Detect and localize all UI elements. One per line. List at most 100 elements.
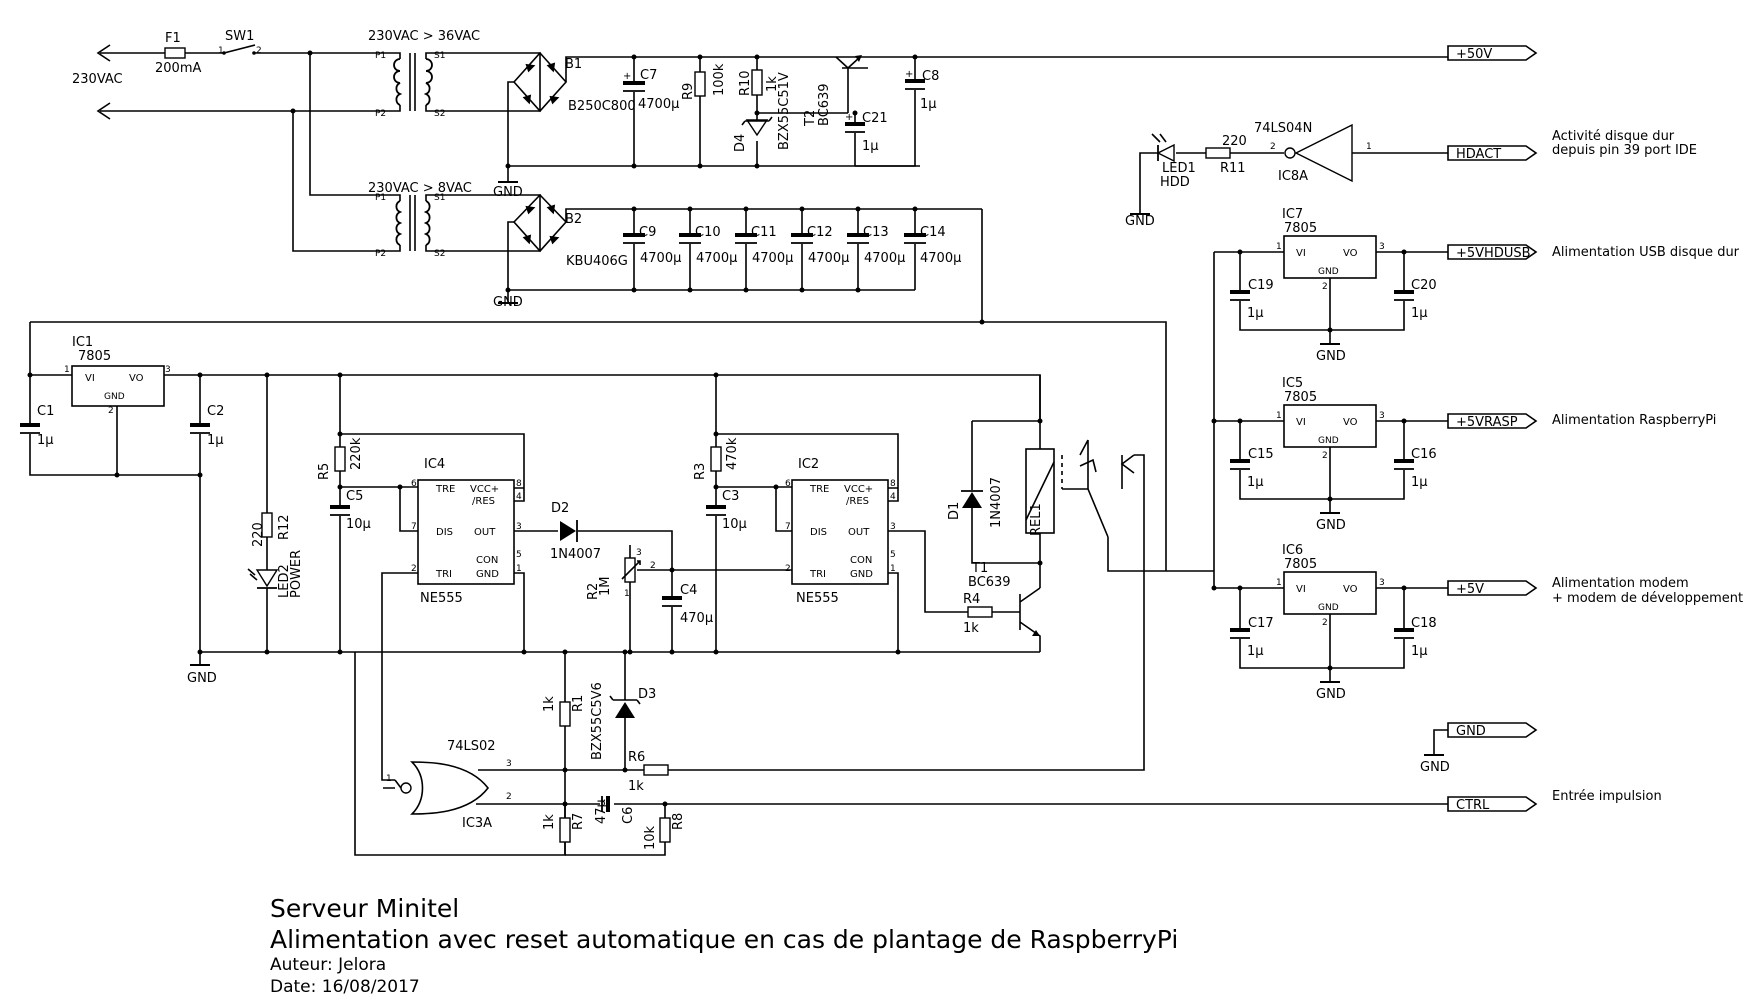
ic4-dis: DIS [436,527,453,538]
ic4-pin6: 6 [411,479,417,489]
c3-value: 10µ [722,517,747,532]
ic4-pin4: 4 [516,492,522,502]
c4-ref: C4 [680,583,697,598]
unregulated-bus [29,321,1167,571]
ic5-value: 7805 [1284,390,1317,405]
c2-ref: C2 [207,404,224,419]
ic7-gnd: GND [1318,267,1339,277]
r9-ref: R9 [681,83,696,100]
regulator-ic5: GND IC5 7805 VI VO GND 1 3 2 C15 1µ C16 … [1214,376,1448,533]
switch-ref: SW1 [225,29,254,44]
gnd-label-ic1: GND [187,671,217,686]
ic2-pin8: 8 [890,479,896,489]
c18-value: 1µ [1411,644,1428,659]
ic2-con: CON [850,555,872,566]
t1-p1: P1 [375,51,386,61]
ic8a-ref: IC8A [1278,169,1308,184]
title-block: Serveur Minitel Alimentation avec reset … [270,894,1178,997]
r11-ref: R11 [1220,161,1246,176]
ic1-value: 7805 [78,349,111,364]
regulator-ic1: IC1 7805 VI VO GND 1 3 2 C1 1µ C2 1µ [20,335,224,652]
ic5-ref: IC5 [1282,376,1303,391]
r2-ref: R2 [586,583,601,600]
port-5v-name: +5V [1456,582,1484,597]
port-5vhdusb-desc: Alimentation USB disque dur [1552,245,1740,260]
port-hdact-desc: Activité disque dur [1552,129,1675,144]
c11-ref: C11 [751,225,777,240]
ic7-pin3: 3 [1379,242,1385,252]
r1-value: 1k [542,696,557,712]
transformer-2-ratio: 230VAC > 8VAC [368,181,472,196]
ic4-pin3: 3 [516,522,522,532]
svg-text:+: + [845,112,853,123]
gnd-label-port: GND [1420,760,1450,775]
hdd-activity: GND LED1 HDD 220 R11 74LS04N IC8A 2 1 [1125,121,1448,229]
ic8a-pin2: 2 [1270,142,1276,152]
t2-p2: P2 [375,249,386,259]
ic2-ref: IC2 [798,457,819,472]
r2-value: 1M [598,577,613,597]
led2-name: POWER [289,550,304,598]
ic2-out: OUT [848,527,870,538]
ic2-tri: TRI [809,569,826,580]
port-gnd-name: GND [1456,724,1486,739]
ic4-tri: TRI [435,569,452,580]
switch-pin2: 2 [256,46,262,56]
port-5vrasp-name: +5VRASP [1456,415,1518,430]
ic2-pin4: 4 [890,492,896,502]
port-hdact: HDACT Activité disque dur depuis pin 39 … [1447,129,1697,162]
port-gnd: GND [1447,722,1538,739]
r2-pin2: 2 [650,561,656,571]
c6-value: 47µ [594,799,609,824]
ic4-gnd: GND [476,569,499,580]
t2-p1: P1 [375,193,386,203]
c8-value: 1µ [920,97,937,112]
r9-value: 100k [712,63,727,96]
port-5v-desc2: + modem de développement [1552,591,1743,606]
gate-pin3: 3 [506,759,512,769]
c8-ref: C8 [922,69,939,84]
c6-ref: C6 [621,807,636,824]
timer-ic4: IC4 NE555 TRE VCC+ /RES DIS OUT CON TRI … [317,372,527,781]
c21-ref: C21 [862,111,888,126]
c13-ref: C13 [863,225,889,240]
regulator-bus [1204,252,1217,591]
port-5vrasp: +5VRASP Alimentation RaspberryPi [1447,413,1716,430]
ic2-pin7: 7 [785,522,791,532]
c19-value: 1µ [1247,306,1264,321]
gate-pin1: 1 [386,774,392,784]
d4-value: BZX55C51V [777,72,792,150]
ic6-pin1: 1 [1276,578,1282,588]
ic5-pin3: 3 [1379,411,1385,421]
led2-ref: LED2 [277,564,292,598]
r2-pin1: 1 [624,589,630,599]
t2-s1: S1 [434,193,445,203]
c16-value: 1µ [1411,475,1428,490]
ic8a-value: 74LS04N [1254,121,1312,136]
r3-value: 470k [725,437,740,470]
transformer-1-ratio: 230VAC > 36VAC [368,29,480,44]
r4-ref: R4 [963,592,980,607]
r3-ref: R3 [693,463,708,480]
d4-ref: D4 [733,134,748,152]
ic6-pin2: 2 [1322,618,1328,628]
bridge-b2: B2 KBU406G [507,193,982,290]
fuse-value: 200mA [155,61,201,76]
c1-value: 1µ [37,433,54,448]
r8-value: 10k [643,825,658,850]
ic2-pin3: 3 [890,522,896,532]
svg-text:+: + [623,71,631,82]
ic2-dis: DIS [810,527,827,538]
relay-driver: R4 1k T1 BC639 D1 1N4007 REL1 [888,375,1204,652]
r2-pin3: 3 [636,548,642,558]
c14-ref: C14 [920,225,946,240]
ic2-pin2: 2 [785,564,791,574]
ic7-ref: IC7 [1282,207,1303,222]
port-5vhdusb: +5VHDUSB Alimentation USB disque dur [1447,244,1740,261]
c4-value: 470µ [680,611,713,626]
b1-value: B250C800 [568,99,636,114]
c5-value: 10µ [346,517,371,532]
ic2-value: NE555 [796,591,839,606]
